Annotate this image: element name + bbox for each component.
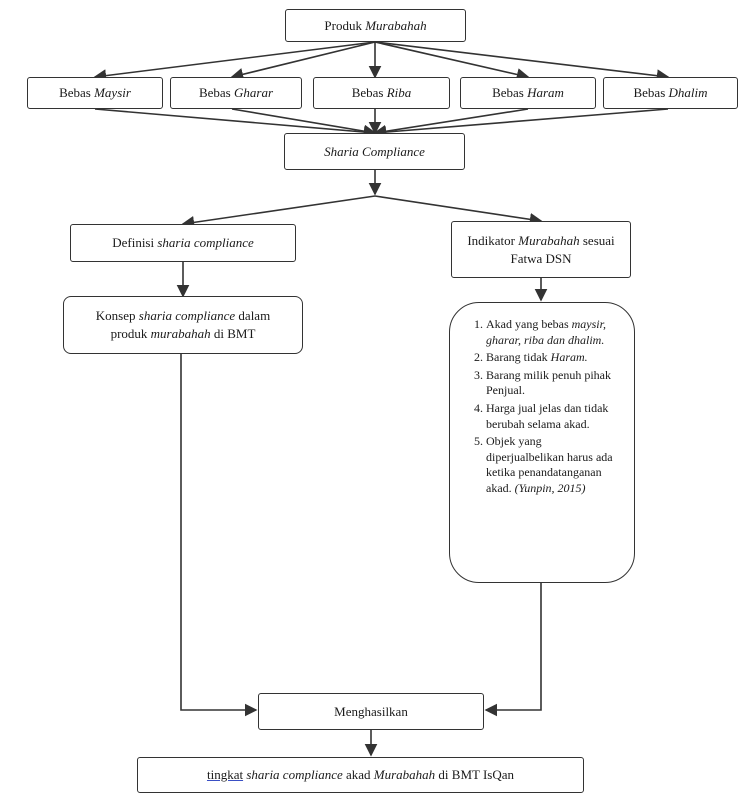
definisi-node: Definisi sharia compliance <box>70 224 296 262</box>
maysir-label: Bebas Maysir <box>59 85 131 101</box>
riba-label: Bebas Riba <box>351 85 412 101</box>
haram-label: Bebas Haram <box>492 85 564 101</box>
indikator-node: Indikator Murabahah sesuai Fatwa DSN <box>451 221 631 278</box>
gharar-label: Bebas Gharar <box>198 85 274 101</box>
indicator-item: Barang tidak Haram. <box>486 350 620 366</box>
produk-label: Produk Murabahah <box>324 17 427 33</box>
sharia-compliance-node: Sharia Compliance <box>284 133 465 170</box>
bebas-riba-node: Bebas Riba <box>313 77 450 109</box>
menghasilkan-label: Menghasilkan <box>334 703 408 719</box>
tingkat-node: tingkat sharia compliance akad Murabahah… <box>137 757 584 793</box>
dhalim-label: Bebas Dhalim <box>633 85 708 101</box>
bebas-gharar-node: Bebas Gharar <box>170 77 302 109</box>
produk-murabahah-node: Produk Murabahah <box>285 9 466 42</box>
indicator-item: Akad yang bebas maysir, gharar, riba dan… <box>486 317 620 348</box>
indicator-list: Akad yang bebas maysir, gharar, riba dan… <box>449 302 635 583</box>
konsep-label: Konsep sharia compliance dalam produk mu… <box>95 308 271 341</box>
konsep-node: Konsep sharia compliance dalam produk mu… <box>63 296 303 354</box>
menghasilkan-node: Menghasilkan <box>258 693 484 730</box>
bebas-dhalim-node: Bebas Dhalim <box>603 77 738 109</box>
compliance-label: Sharia Compliance <box>324 143 425 159</box>
bebas-haram-node: Bebas Haram <box>460 77 596 109</box>
definisi-label: Definisi sharia compliance <box>112 235 254 251</box>
indikator-label: Indikator Murabahah sesuai Fatwa DSN <box>467 232 615 266</box>
tingkat-label: tingkat sharia compliance akad Murabahah… <box>206 767 515 783</box>
tingkat-link[interactable]: tingkat <box>206 767 244 783</box>
indicator-item: Barang milik penuh pihak Penjual. <box>486 368 620 399</box>
indicator-item: Objek yang diperjualbelikan harus ada ke… <box>486 434 620 496</box>
bebas-maysir-node: Bebas Maysir <box>27 77 163 109</box>
indicator-item: Harga jual jelas dan tidak berubah selam… <box>486 401 620 432</box>
